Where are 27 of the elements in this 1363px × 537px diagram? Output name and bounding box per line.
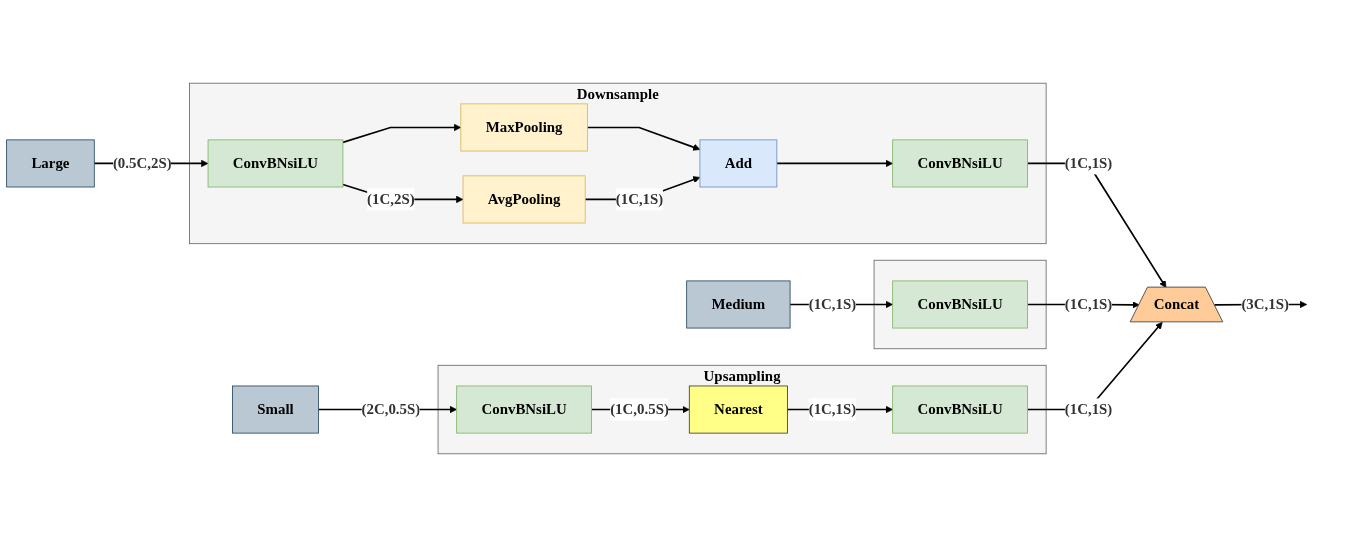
edge-label: (1C,0.5S) xyxy=(610,400,669,418)
edge-label: (1C,1S) xyxy=(808,400,857,418)
node-box: ConvBNsiLU xyxy=(892,385,1028,434)
node-box: Medium xyxy=(686,280,791,329)
arrow xyxy=(586,126,701,151)
node-box: Large xyxy=(6,139,95,188)
node-box: ConvBNsiLU xyxy=(456,385,592,434)
edge-label: (1C,1S) xyxy=(1064,295,1113,313)
edge-label: (0.5C,2S) xyxy=(112,154,172,172)
edge-label: (1C,2S) xyxy=(367,190,415,208)
edge-label: (3C,1S) xyxy=(1241,295,1289,313)
arrow xyxy=(342,123,462,144)
node-box: ConvBNsiLU xyxy=(892,280,1028,329)
node-box: Add xyxy=(699,139,778,188)
edge-label: (1C,1S) xyxy=(1064,154,1113,172)
node-box: Nearest xyxy=(688,385,788,434)
node-box: MaxPooling xyxy=(460,103,588,152)
node-box: Small xyxy=(232,385,319,434)
node-box: ConvBNsiLU xyxy=(207,139,344,188)
edge-label: (1C,1S) xyxy=(615,190,664,208)
arrow xyxy=(776,159,893,168)
cluster xyxy=(873,259,1047,350)
node-box: AvgPooling xyxy=(462,175,586,224)
edge-label: (1C,1S) xyxy=(1064,400,1113,418)
edge-label: (2C,0.5S) xyxy=(361,400,421,418)
node-box: ConvBNsiLU xyxy=(892,139,1028,188)
edge-label: (1C,1S) xyxy=(808,295,857,313)
